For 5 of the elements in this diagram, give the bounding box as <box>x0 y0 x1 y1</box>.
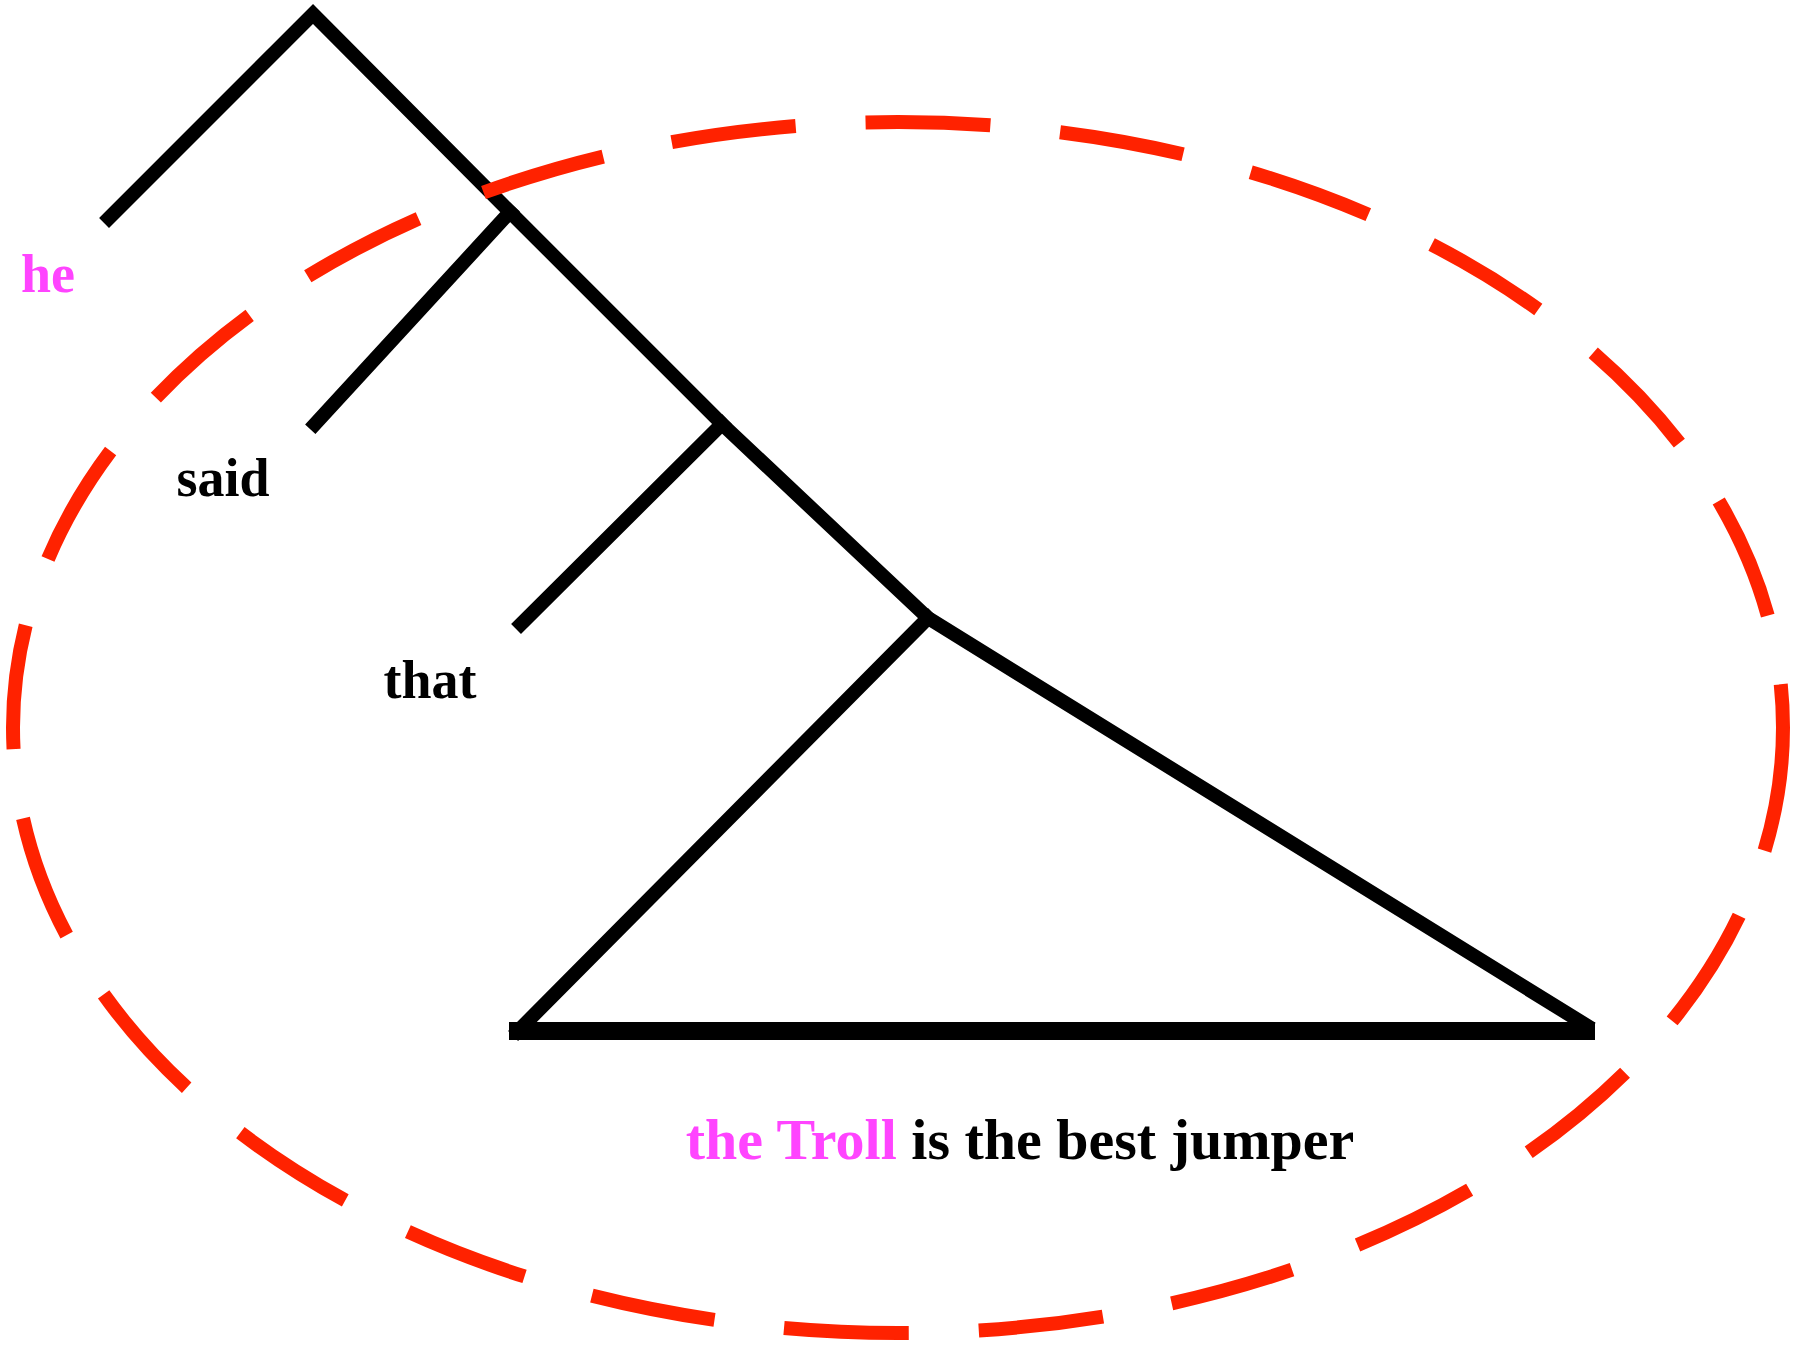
tree-label: he <box>21 245 75 305</box>
tree-label: said <box>176 449 270 509</box>
dashed-ellipse <box>6 115 1790 1340</box>
tree-label: that <box>383 651 477 711</box>
tree-label: the Troll is the best jumper <box>685 1108 1355 1172</box>
